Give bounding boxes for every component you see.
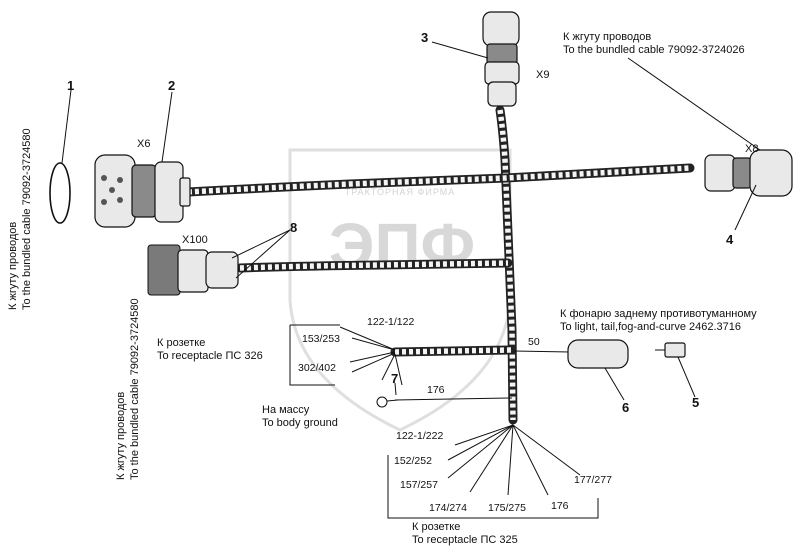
harness-bundles <box>183 105 695 425</box>
callout-1: 1 <box>67 78 74 93</box>
leader-lines <box>61 41 761 401</box>
label-socket326-en: To receptacle ПС 326 <box>157 350 263 362</box>
wire-174-274: 174/274 <box>429 502 467 514</box>
ground-lug <box>376 396 388 408</box>
watermark-brand: ЭПФ <box>329 210 475 282</box>
single-wires <box>289 324 599 519</box>
wire-177-277: 177/277 <box>574 474 612 486</box>
label-x9: X9 <box>536 69 549 81</box>
wire-175-275: 175/275 <box>488 502 526 514</box>
o-ring <box>49 162 71 224</box>
label-ground-en: To body ground <box>262 417 338 429</box>
wire-122-222: 122-1/222 <box>396 430 443 442</box>
connector-x6 <box>94 154 191 228</box>
watermark: ТРАКТОРНАЯ ФИРМА ЭПФ <box>288 148 512 432</box>
label-socket326-ru: К розетке <box>157 337 205 349</box>
connector-x9 <box>482 11 520 107</box>
callout-6: 6 <box>622 400 629 415</box>
label-x100: X100 <box>182 234 208 246</box>
watermark-subtitle: ТРАКТОРНАЯ ФИРМА <box>345 187 455 197</box>
label-ground-ru: На массу <box>262 404 310 416</box>
terminal-connector <box>655 342 686 358</box>
label-left1-en: To the bundled cable 79092-3724580 <box>21 128 33 310</box>
callout-5: 5 <box>692 395 699 410</box>
label-left2-en: To the bundled cable 79092-3724580 <box>129 298 141 480</box>
label-left1-ru: К жгуту проводов <box>7 222 19 310</box>
label-fog-en: To light, tail,fog-and-curve 2462.3716 <box>560 321 741 333</box>
callout-4: 4 <box>726 232 734 247</box>
connector-x100 <box>147 244 239 296</box>
wire-152-252: 152/252 <box>394 455 432 467</box>
callout-3: 3 <box>421 30 428 45</box>
label-socket325-en: To receptacle ПС 325 <box>412 534 518 546</box>
label-top-en: To the bundled cable 79092-3724026 <box>563 44 745 56</box>
wire-157-257: 157/257 <box>400 479 438 491</box>
callout-7: 7 <box>391 371 398 386</box>
connector-x8 <box>704 149 793 197</box>
label-x6: X6 <box>137 138 150 150</box>
wire-153-253: 153/253 <box>302 333 340 345</box>
label-fog-ru: К фонарю заднему противотуманному <box>560 308 757 320</box>
callout-2: 2 <box>168 78 175 93</box>
wire-302-402: 302/402 <box>298 362 336 374</box>
wire-176a: 176 <box>427 384 445 396</box>
label-left2-ru: К жгуту проводов <box>115 392 127 480</box>
label-x8: X8 <box>745 143 758 155</box>
wire-50: 50 <box>528 336 540 348</box>
fog-lamp-plug <box>567 339 629 369</box>
wire-122-122: 122-1/122 <box>367 316 414 328</box>
label-top-ru: К жгуту проводов <box>563 31 651 43</box>
callout-8: 8 <box>290 220 297 235</box>
label-socket325-ru: К розетке <box>412 521 460 533</box>
wire-176b: 176 <box>551 500 569 512</box>
